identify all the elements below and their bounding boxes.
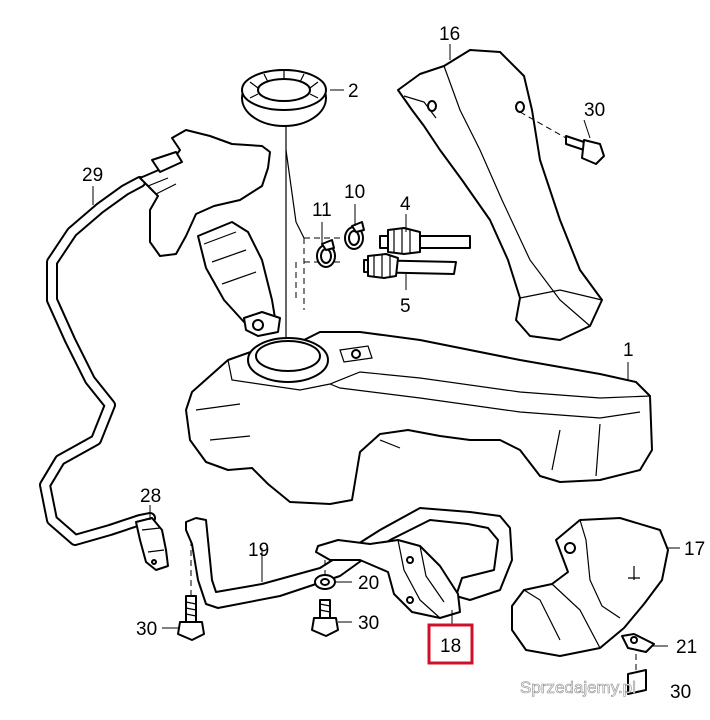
- hose-clamp-11: [316, 239, 336, 268]
- clip-21: [621, 633, 655, 653]
- filler-cap-ring: [241, 69, 327, 127]
- highlighted-part-18: 18: [427, 623, 474, 665]
- callout-20: 20: [358, 573, 379, 594]
- heat-shield-rear: [511, 517, 669, 657]
- callout-21: 21: [676, 637, 697, 658]
- vent-hose: [39, 176, 156, 546]
- callout-11: 11: [312, 200, 332, 221]
- callout-1: 1: [623, 340, 634, 361]
- callout-30-lower-left: 30: [136, 619, 157, 640]
- callout-10: 10: [344, 182, 365, 203]
- callout-2: 2: [348, 81, 359, 102]
- callout-5: 5: [400, 296, 411, 317]
- bolt-30-top: [519, 111, 605, 165]
- watermark: Sprzedajemy.pl: [520, 678, 637, 698]
- watermark-text: Sprzedajemy.pl: [520, 678, 636, 697]
- bolt-30-lower-middle: [311, 599, 339, 637]
- washer-20: [314, 560, 336, 590]
- vent-valve-28: [135, 517, 169, 571]
- leader-lines: [92, 44, 680, 647]
- bolt-30-bottom-right: [627, 654, 647, 695]
- callout-4: 4: [400, 194, 411, 215]
- callout-18: 18: [440, 636, 461, 657]
- callout-16: 16: [439, 24, 460, 45]
- callout-28: 28: [140, 486, 161, 507]
- callout-30-lower-middle: 30: [358, 613, 379, 634]
- filler-neck: [139, 129, 305, 337]
- highlight-box: [427, 623, 474, 665]
- bolt-30-lower-left: [177, 540, 205, 641]
- callout-19: 19: [248, 540, 269, 561]
- fuel-lines: [295, 227, 471, 310]
- callout-labels: 2 29 10 11 4 5 16 30 1 28 19 20 30 30 17…: [82, 24, 705, 703]
- heat-shield-upper: [397, 49, 603, 341]
- tank-bracket: [315, 539, 461, 619]
- callout-30-top: 30: [584, 100, 605, 121]
- fuel-tank: [185, 331, 653, 505]
- hose-clamp-10: [344, 221, 365, 250]
- callout-29: 29: [82, 165, 103, 186]
- callout-17: 17: [684, 539, 705, 560]
- callout-30-bottom-right: 30: [670, 682, 691, 703]
